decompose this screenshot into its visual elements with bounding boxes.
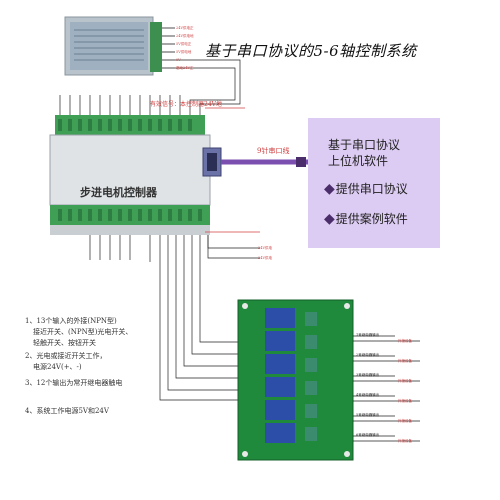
psu-label: 24V供电正 [176,26,194,30]
diagram-title: 基于串口协议的5-6轴控制系统 [205,42,417,60]
relay-output-label: 4号继电器输出 [356,393,380,397]
diamond-icon: ◆ [324,211,335,227]
note-2: 2、光电或接近开关工作， 电源24V(+、-) [25,352,107,371]
psu-label: 驱动24V正 [176,66,194,70]
external-device-label: 外接设备 [398,439,412,443]
external-device-label: 外接设备 [398,419,412,423]
software-item-protocol: ◆提供串口协议 [324,181,408,197]
power-side-label: 24V供电 [258,246,272,250]
relay-board [237,299,354,461]
relay-output-label: 2号继电器输出 [356,353,380,357]
software-item-samples: ◆提供案例软件 [324,211,408,227]
note-4: 4、系统工作电源5V和24V [25,407,109,415]
relay-output-label: 5号继电器输出 [356,413,380,417]
valid-signal-note: 有效信号：本控制器24V地 [150,101,222,108]
stepper-controller [49,115,222,235]
external-device-label: 外接设备 [398,359,412,363]
relay-output-label: 1号继电器输出 [356,333,380,337]
psu-label: 24V供电地 [176,34,194,38]
controller-label: 步进电机控制器 [80,186,157,199]
software-title-line1: 基于串口协议 [328,138,401,152]
external-device-label: 外接设备 [398,399,412,403]
serial-cable-label: 9针串口线 [257,147,290,155]
pc-software-box [308,118,440,248]
psu-label: 5V供电地 [176,50,192,54]
note-3: 3、12个输出为常开继电器触电 [25,379,123,387]
external-device-label: 外接设备 [398,339,412,343]
psu-label: 0V [176,58,181,62]
relay-output-label: 3号继电器输出 [356,373,380,377]
diamond-icon: ◆ [324,181,335,197]
external-device-label: 外接设备 [398,379,412,383]
power-supply-module [64,16,162,76]
relay-output-label: 6号继电器输出 [356,433,380,437]
psu-label: 5V供电正 [176,42,192,46]
note-1: 1、13个输入的外接(NPN型) 接近开关、(NPN型)光电开关、 轻触开关、按… [25,317,133,347]
software-title-line2: 上位机软件 [328,154,389,168]
power-side-label: 24V供电 [258,256,272,260]
